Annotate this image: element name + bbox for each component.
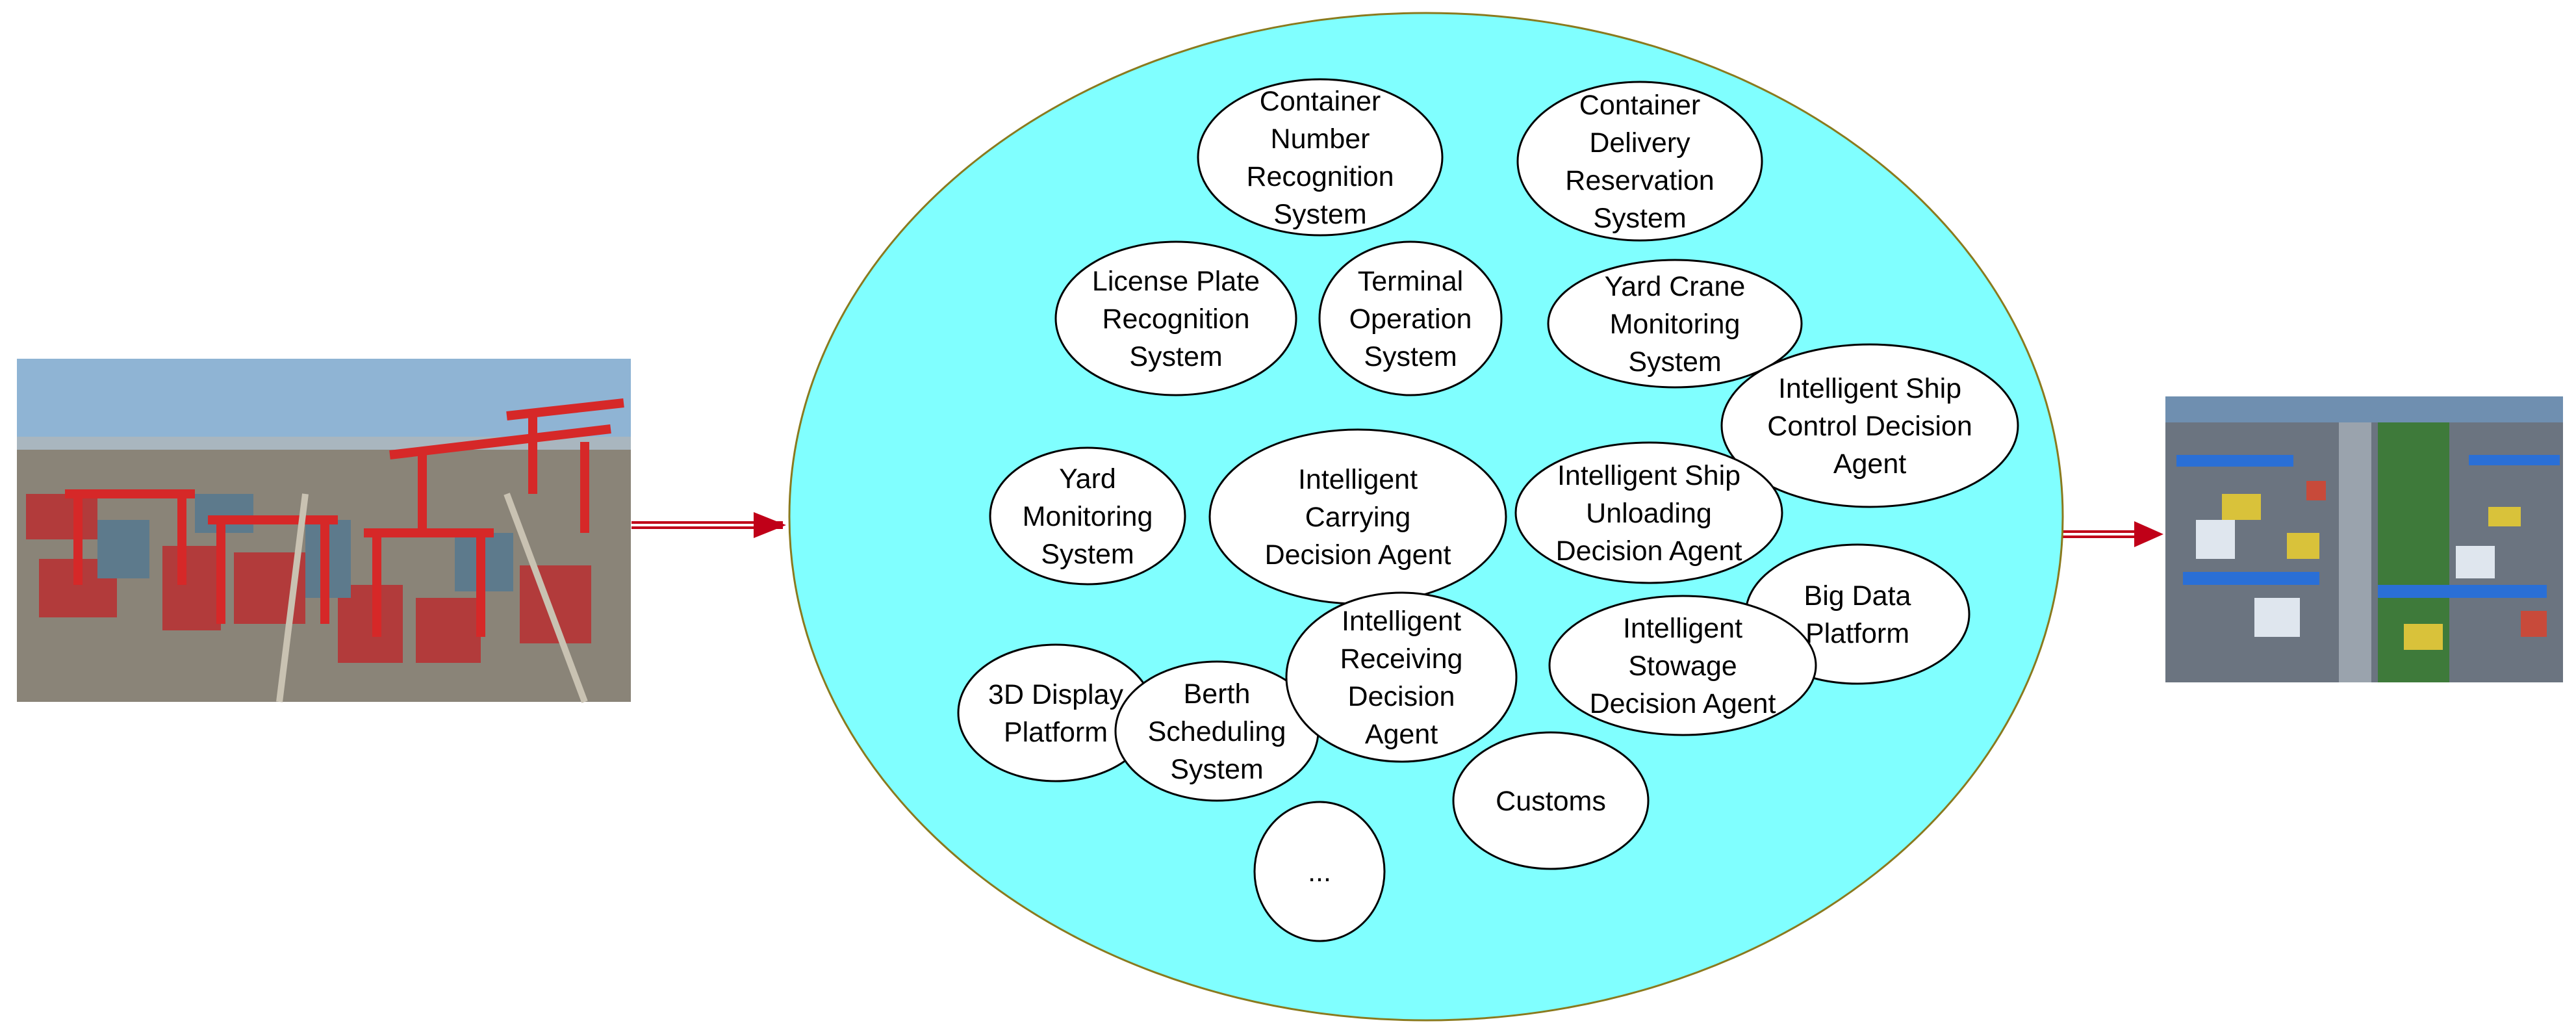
- node-ellipse: [1054, 240, 1297, 396]
- node-label-line: Recognition: [1246, 161, 1394, 192]
- node-label-line: System: [1170, 754, 1263, 785]
- node-label-line: Yard Crane: [1605, 271, 1746, 302]
- node-label-line: 3D Display: [988, 679, 1123, 710]
- node-label-line: System: [1273, 199, 1366, 230]
- node-label-line: Scheduling: [1148, 716, 1286, 747]
- node-label-line: System: [1364, 341, 1457, 372]
- node-label-line: System: [1041, 539, 1134, 570]
- node-ellipse: [989, 446, 1186, 586]
- node-customs: Customs: [1452, 731, 1650, 870]
- node-label-line: Delivery: [1589, 127, 1690, 159]
- node-ellipse: [1516, 81, 1763, 242]
- node-ellipse: [1514, 441, 1783, 584]
- node-label-line: System: [1593, 203, 1686, 234]
- node-ellipsis: ...: [1253, 801, 1386, 942]
- node-label-line: Control Decision: [1767, 411, 1972, 442]
- node-label-line: Platform: [1805, 618, 1909, 649]
- input-arrow: [631, 512, 786, 538]
- node-label-line: Unloading: [1586, 498, 1712, 529]
- node-label-line: Intelligent: [1623, 613, 1742, 644]
- node-label-line: Agent: [1833, 448, 1906, 480]
- node-label-line: Decision Agent: [1265, 539, 1451, 571]
- node-label-line: Intelligent Ship: [1557, 460, 1741, 491]
- node-ellipse: [1253, 801, 1386, 942]
- node-label-line: Carrying: [1305, 502, 1411, 533]
- node-label-line: Intelligent: [1298, 464, 1418, 495]
- node-label-line: Intelligent: [1342, 606, 1461, 637]
- node-label-line: Monitoring: [1610, 309, 1741, 340]
- output-arrow: [2060, 521, 2163, 547]
- node-label-line: Yard: [1059, 463, 1116, 495]
- node-ellipse: [1548, 595, 1817, 736]
- node-label-line: Agent: [1365, 719, 1438, 750]
- node-label-line: Stowage: [1628, 651, 1737, 682]
- node-ellipse: [1720, 343, 2019, 508]
- node-label-line: License Plate: [1092, 266, 1260, 297]
- node-label-line: Decision Agent: [1590, 688, 1776, 719]
- node-label-line: Recognition: [1102, 303, 1249, 335]
- node-label-line: Decision Agent: [1556, 535, 1742, 567]
- node-ellipse: [1452, 731, 1650, 870]
- node-label-line: System: [1628, 346, 1721, 378]
- node-label-line: Intelligent Ship: [1778, 373, 1961, 404]
- node-label-line: Operation: [1349, 303, 1472, 335]
- node-label-line: Decision: [1348, 681, 1455, 712]
- node-label-line: Berth: [1184, 678, 1251, 710]
- node-label-line: Big Data: [1804, 580, 1911, 612]
- node-label-line: Terminal: [1358, 266, 1464, 297]
- node-label-line: Receiving: [1340, 643, 1463, 675]
- node-label-line: System: [1129, 341, 1222, 372]
- automated-terminal-photo: [2165, 396, 2563, 682]
- node-ellipse: [1285, 591, 1518, 763]
- node-label-line: Number: [1271, 123, 1370, 155]
- node-ellipse: [1547, 259, 1803, 389]
- node-label-line: Reservation: [1565, 165, 1714, 196]
- node-ellipse: [1197, 78, 1444, 237]
- node-label-line: Platform: [1004, 717, 1108, 748]
- node-label-line: Monitoring: [1023, 501, 1153, 532]
- node-label-line: Container: [1260, 86, 1381, 117]
- node-label-line: ...: [1308, 857, 1331, 888]
- node-label-line: Container: [1579, 90, 1700, 121]
- traditional-port-photo: [17, 359, 631, 703]
- node-label-line: Customs: [1496, 786, 1606, 817]
- node-ellipse: [1318, 240, 1503, 396]
